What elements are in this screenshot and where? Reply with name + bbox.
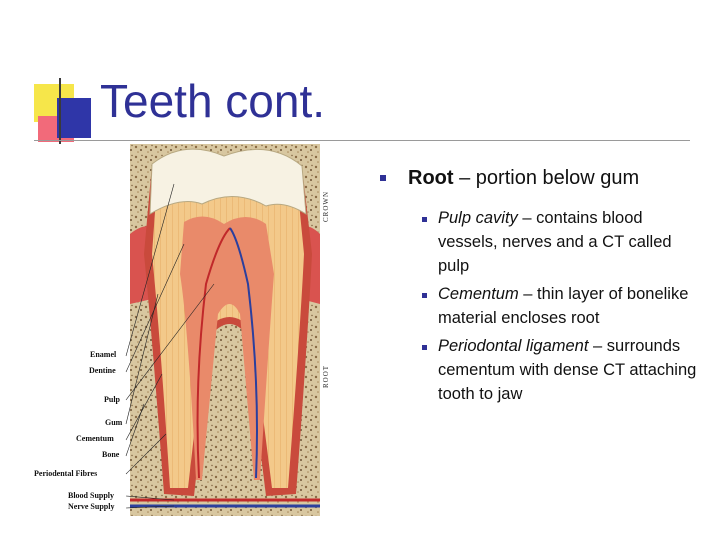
sub-bullet-term: Cementum	[438, 285, 519, 303]
bullet-square-icon	[380, 175, 386, 181]
bullet-square-icon	[422, 293, 427, 298]
figure-label-blood-supply: Blood Supply	[68, 491, 114, 500]
tooth-diagram: Enamel Dentine Pulp Gum Cementum Bone Pe…	[34, 144, 334, 516]
sub-bullet-periodontal-ligament: Periodontal ligament – surrounds cementu…	[380, 334, 698, 406]
figure-label-cementum: Cementum	[76, 434, 114, 443]
sub-bullet-term: Pulp cavity	[438, 209, 518, 227]
sub-bullet-cementum: Cementum – thin layer of bonelike materi…	[380, 282, 698, 330]
bullet-term: Root	[408, 167, 454, 189]
figure-label-pulp: Pulp	[104, 395, 120, 404]
bullet-text: – portion below gum	[454, 167, 640, 189]
bullet-square-icon	[422, 217, 427, 222]
figure-label-gum: Gum	[105, 418, 122, 427]
figure-label-nerve-supply: Nerve Supply	[68, 502, 114, 511]
figure-label-crown: CROWN	[322, 191, 330, 222]
decor-vertical-line	[59, 78, 61, 144]
figure-label-root: ROOT	[322, 365, 330, 388]
decor-blue-square	[57, 98, 91, 138]
figure-label-periodental-fibres: Periodental Fibres	[34, 469, 97, 478]
bullet-list: Root – portion below gum Pulp cavity – c…	[380, 164, 698, 406]
figure-label-enamel: Enamel	[90, 350, 116, 359]
figure-label-bone: Bone	[102, 450, 119, 459]
slide-title: Teeth cont.	[100, 78, 325, 124]
bullet-square-icon	[422, 345, 427, 350]
tooth-illustration	[34, 144, 334, 516]
sub-bullet-pulp-cavity: Pulp cavity – contains blood vessels, ne…	[380, 206, 698, 278]
title-underline	[34, 140, 690, 141]
figure-label-dentine: Dentine	[89, 366, 116, 375]
sub-bullet-term: Periodontal ligament	[438, 337, 588, 355]
bullet-root: Root – portion below gum	[380, 164, 698, 192]
